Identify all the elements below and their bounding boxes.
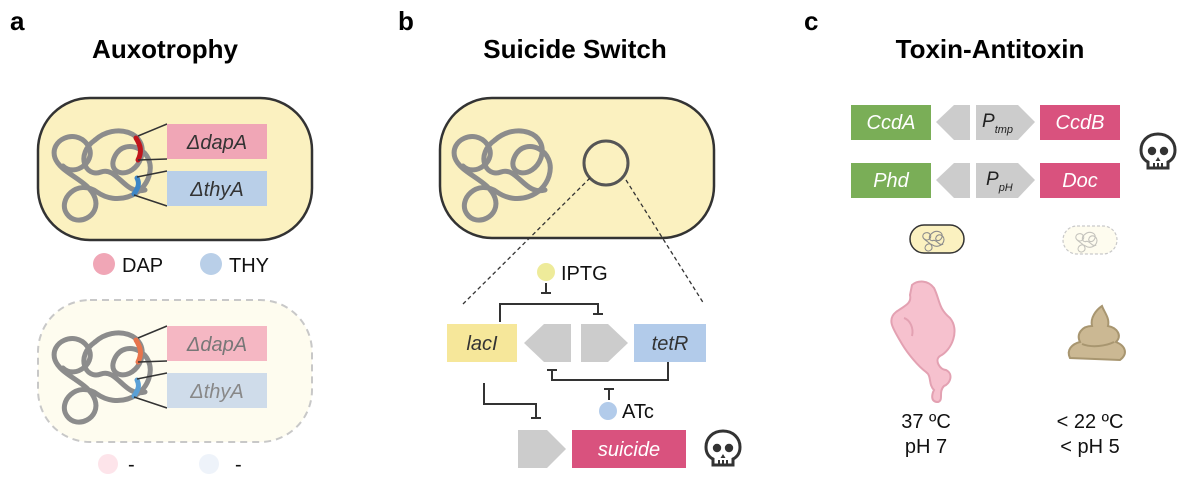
toxin-doc-box: [1040, 163, 1120, 198]
promoter-right-row2: [976, 163, 1035, 198]
antitoxin-phd-box: [851, 163, 931, 198]
legend-thy-dead-dot: [199, 454, 219, 474]
promoter-left-row2: [936, 163, 970, 198]
gene-dapa-dead-box: [167, 326, 267, 361]
gene-laci-box: [447, 324, 517, 362]
condition-right-temp: < 22 ºC: [1057, 411, 1124, 433]
promoter-right-row1: [976, 105, 1035, 140]
feces-icon: [1067, 304, 1126, 362]
condition-left-ph: pH 7: [905, 436, 947, 458]
panel-title-suicide-switch: Suicide Switch: [483, 34, 667, 64]
toxin-doc-label: Doc: [1062, 170, 1098, 192]
panel-letter-a: a: [10, 6, 25, 36]
skull-icon: [1139, 132, 1177, 170]
panel-c: c Toxin-Antitoxin CcdA Ptmp CcdB Phd PpH…: [804, 6, 1177, 458]
atc-dot: [599, 402, 617, 420]
promoter-ph-label: PpH: [986, 169, 1013, 194]
gene-tetr-label: tetR: [652, 333, 689, 355]
legend-dap-label: DAP: [122, 255, 163, 277]
legend-thy-dot: [200, 253, 222, 275]
gene-laci-label: lacI: [466, 333, 498, 355]
promoter-left-row1: [936, 105, 970, 140]
gene-dapa-dead-label: ΔdapA: [186, 334, 247, 356]
panel-a: a Auxotrophy ΔdapA ΔthyA DAP THY: [10, 6, 314, 476]
gene-dapa-box: [167, 124, 267, 159]
legend-dap-dead-dot: [98, 454, 118, 474]
antitoxin-phd-label: Phd: [873, 170, 909, 192]
legend-thy-dead-label: -: [235, 454, 242, 476]
panel-b: b Suicide Switch IPTG lacI tetR ATc: [398, 6, 742, 468]
antitoxin-ccda-box: [851, 105, 931, 140]
toxin-ccdb-box: [1040, 105, 1120, 140]
panel-letter-c: c: [804, 6, 818, 36]
stomach-icon: [890, 280, 956, 404]
toxin-ccdb-label: CcdB: [1056, 112, 1105, 134]
promoter-left: [524, 324, 571, 362]
gene-thya-box: [167, 171, 267, 206]
gene-thya-dead-box: [167, 373, 267, 408]
panel-title-auxotrophy: Auxotrophy: [92, 34, 238, 64]
plasmid-icon: [582, 139, 630, 187]
promoter-tmp-label: Ptmp: [982, 111, 1013, 136]
iptg-label: IPTG: [561, 263, 608, 285]
legend-dap-dot: [93, 253, 115, 275]
gene-suicide-label: suicide: [598, 439, 660, 461]
panel-letter-b: b: [398, 6, 414, 36]
gene-thya-dead-label: ΔthyA: [189, 381, 243, 403]
promoter-right: [581, 324, 628, 362]
legend-thy-label: THY: [229, 255, 269, 277]
condition-right-ph: < pH 5: [1060, 436, 1119, 458]
gene-tetr-box: [634, 324, 706, 362]
panel-title-toxin-antitoxin: Toxin-Antitoxin: [896, 34, 1085, 64]
promoter-suicide: [518, 430, 566, 468]
gene-thya-label: ΔthyA: [189, 179, 243, 201]
bacterium-icon: [1062, 225, 1118, 255]
legend-dap-dead-label: -: [128, 454, 135, 476]
antitoxin-ccda-label: CcdA: [867, 112, 916, 134]
iptg-dot: [537, 263, 555, 281]
skull-icon: [704, 429, 742, 467]
condition-left-temp: 37 ºC: [901, 411, 951, 433]
bacterium-icon: [909, 224, 965, 254]
gene-suicide-box: [572, 430, 686, 468]
gene-dapa-label: ΔdapA: [186, 132, 247, 154]
atc-label: ATc: [622, 401, 654, 423]
